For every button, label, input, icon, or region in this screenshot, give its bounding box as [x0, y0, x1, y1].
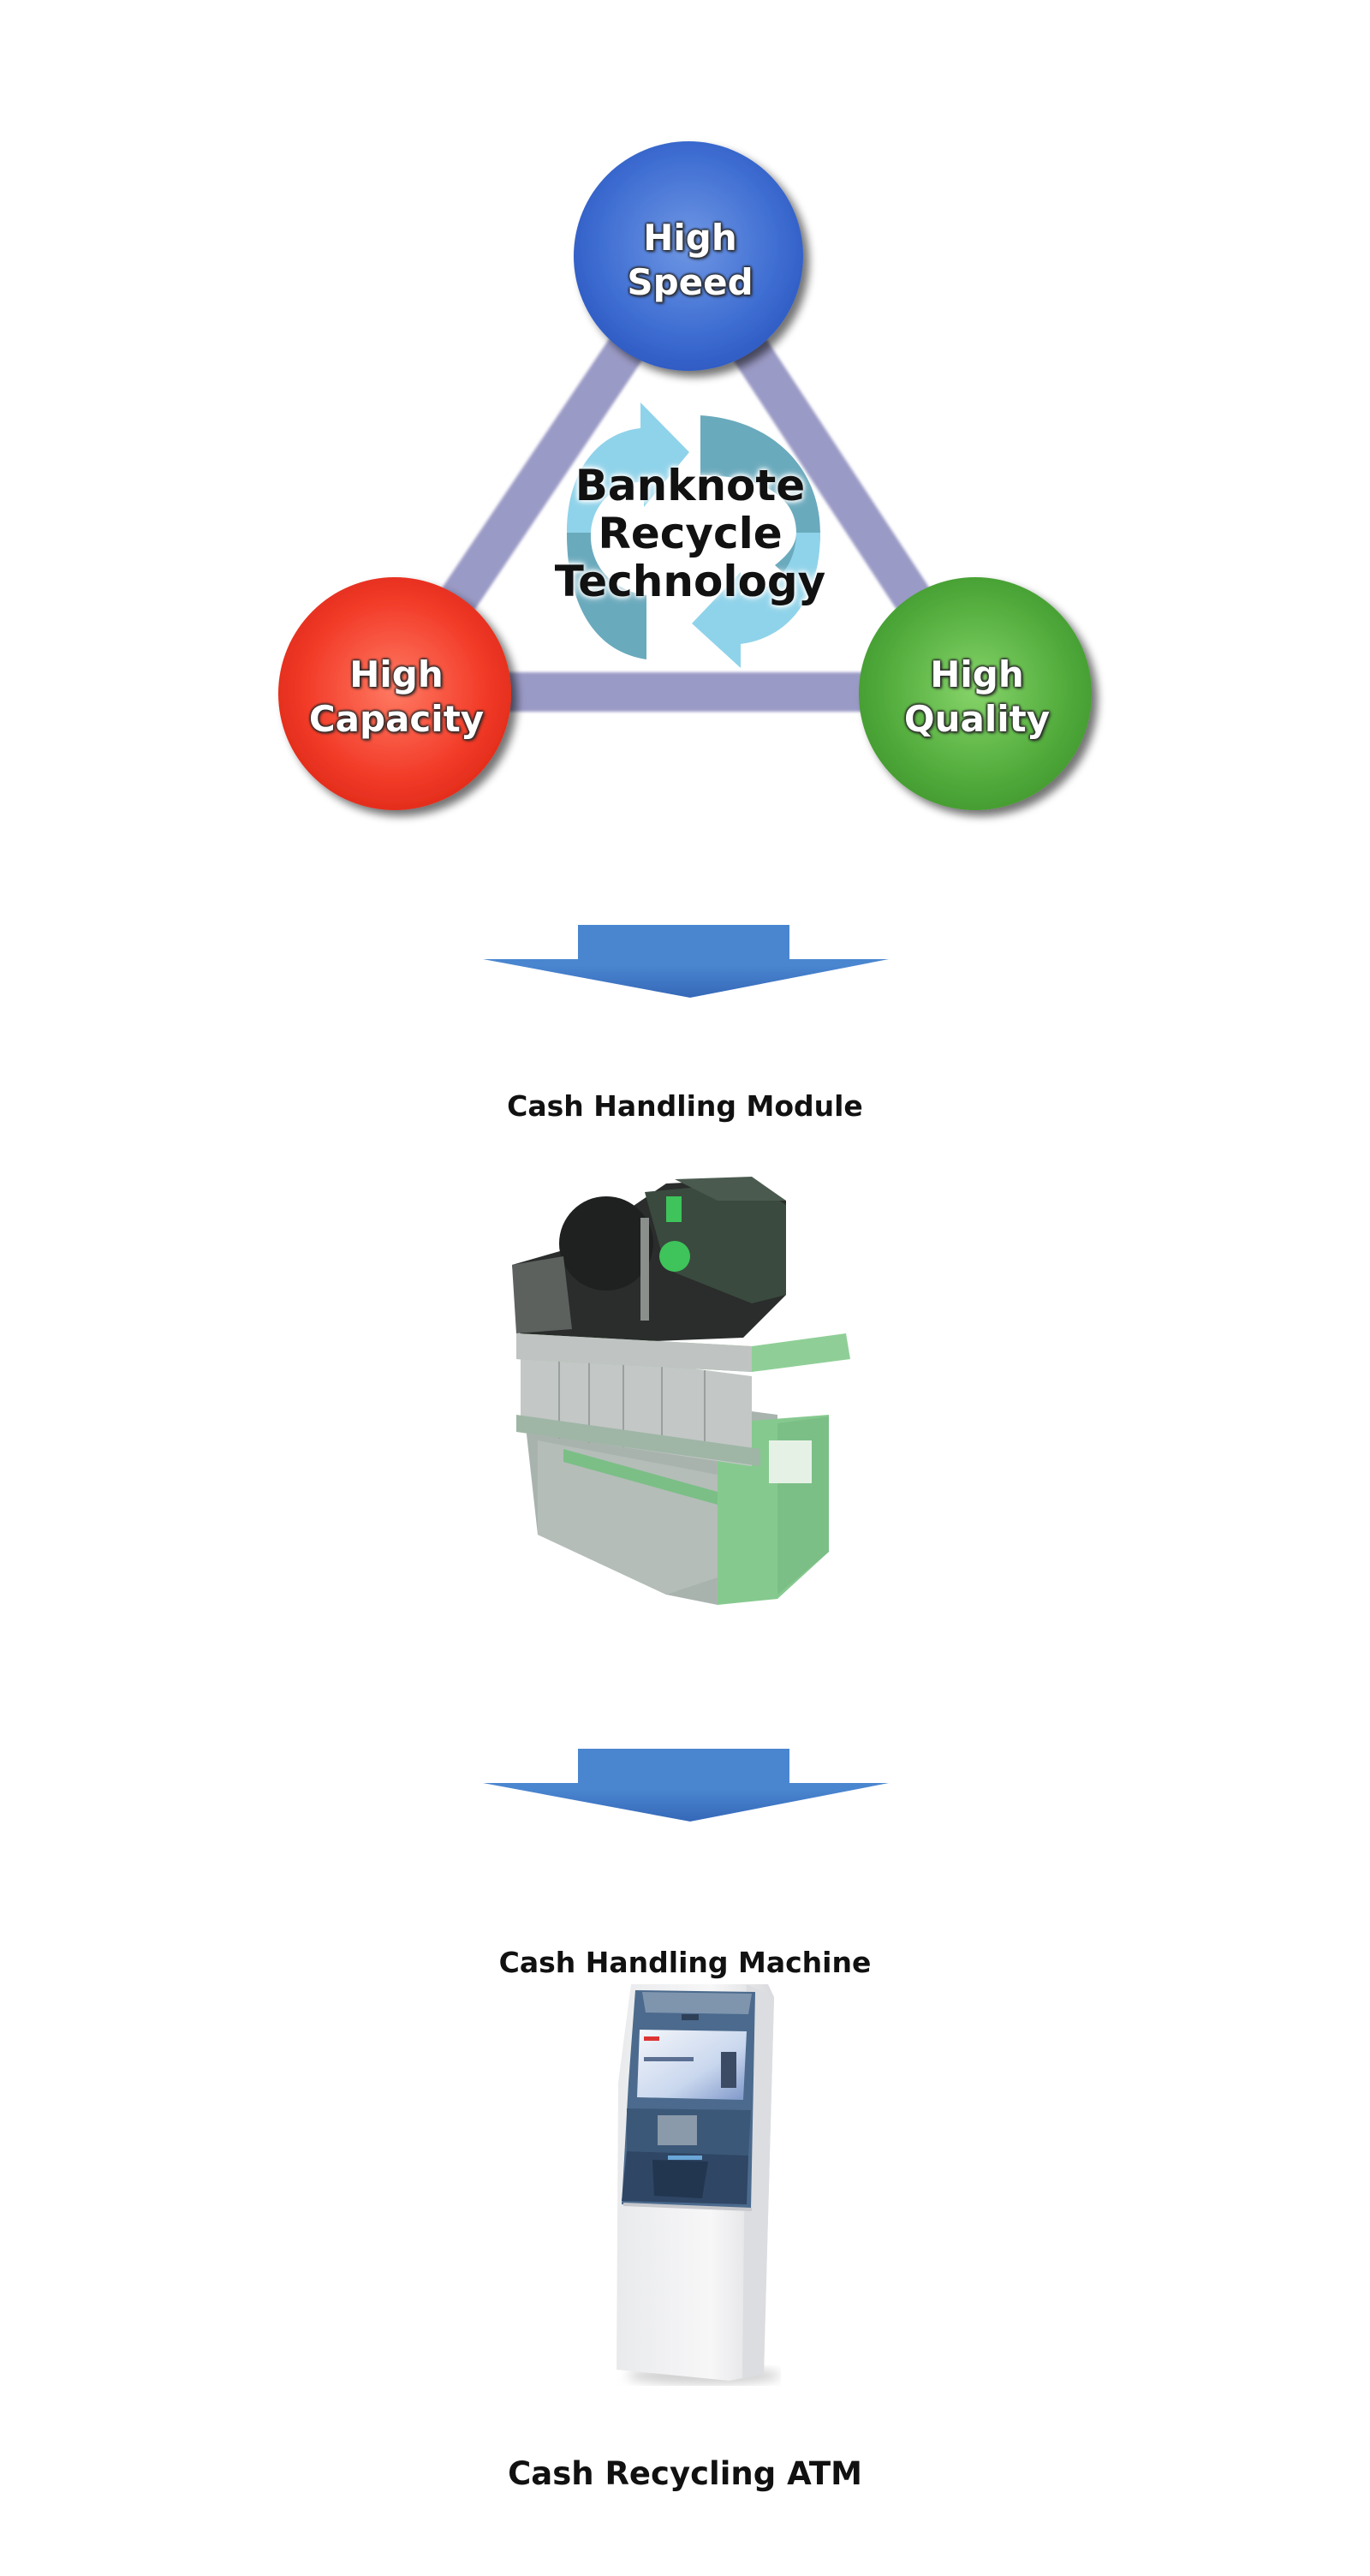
node-label-line: Speed — [627, 261, 754, 303]
down-arrow-icon — [483, 1749, 889, 1822]
caption-cash-handling-module: Cash Handling Module — [507, 1089, 863, 1123]
node-label-high-quality: High Quality — [904, 653, 1050, 742]
banknote-recycle-diagram — [278, 141, 1092, 810]
center-label-banknote-recycle-technology: Banknote Recycle Technology — [555, 462, 825, 605]
node-label-line: High — [349, 653, 444, 695]
caption-cash-handling-machine: Cash Handling Machine — [498, 1946, 872, 1979]
center-label-line: Recycle — [598, 509, 783, 558]
cash-handling-module-photo — [512, 1177, 850, 1605]
down-arrow-icon — [483, 925, 889, 998]
node-label-line: High — [643, 217, 737, 259]
node-label-high-speed: High Speed — [627, 216, 753, 305]
node-label-line: High — [930, 653, 1024, 695]
recycle-arrows-icon — [567, 402, 820, 668]
node-label-line: Capacity — [308, 698, 485, 740]
node-label-high-capacity: High Capacity — [309, 653, 484, 742]
center-label-line: Technology — [554, 557, 826, 606]
caption-cash-recycling-atm: Cash Recycling ATM — [508, 2455, 862, 2492]
node-high-capacity — [278, 577, 511, 810]
center-label-line: Banknote — [575, 461, 806, 510]
node-high-quality — [859, 577, 1092, 810]
cash-recycling-atm-photo — [616, 1984, 781, 2384]
node-label-line: Quality — [903, 698, 1051, 740]
node-high-speed — [574, 141, 803, 371]
